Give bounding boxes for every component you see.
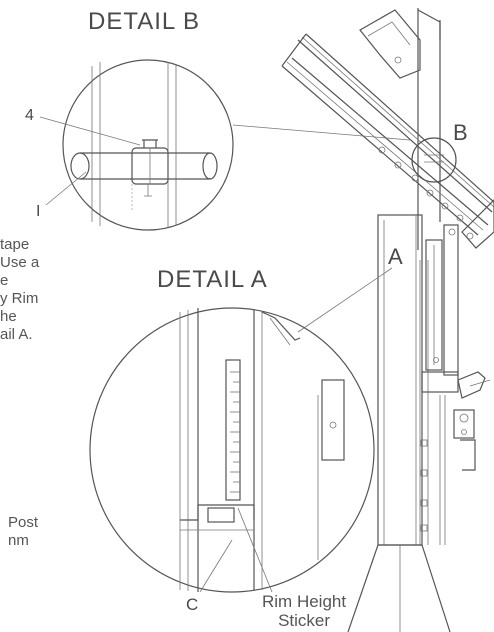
detail-a-circle	[89, 307, 375, 593]
detail-a-leader	[297, 267, 393, 333]
callout-b: B	[453, 120, 468, 145]
rim-height-sticker-label: Rim Height Sticker	[262, 592, 347, 630]
main-post	[347, 8, 451, 632]
leader-4	[39, 116, 141, 146]
detail-b-leader	[232, 124, 411, 141]
detail-b-circle	[62, 59, 234, 231]
leader-c	[199, 539, 233, 593]
callout-4: 4	[25, 107, 34, 124]
top-bracket	[359, 9, 441, 79]
instruction-fragment-1: tape Use a e y Rim he ail A.	[0, 236, 40, 343]
callout-1: I	[36, 203, 41, 220]
instruction-fragment-2: Post nm	[8, 514, 39, 549]
detail-b-title: DETAIL B	[88, 8, 201, 35]
detail-a-title: DETAIL A	[157, 266, 268, 293]
sticker-ticks	[230, 371, 240, 493]
detail-b-marker	[411, 137, 457, 183]
leader-sticker	[237, 507, 273, 593]
callout-c: C	[186, 595, 199, 614]
diagonal-arm	[281, 33, 494, 249]
lift-mechanism	[421, 224, 491, 545]
callout-a: A	[388, 244, 403, 269]
leader-1	[45, 171, 87, 206]
post-holes	[420, 439, 428, 532]
